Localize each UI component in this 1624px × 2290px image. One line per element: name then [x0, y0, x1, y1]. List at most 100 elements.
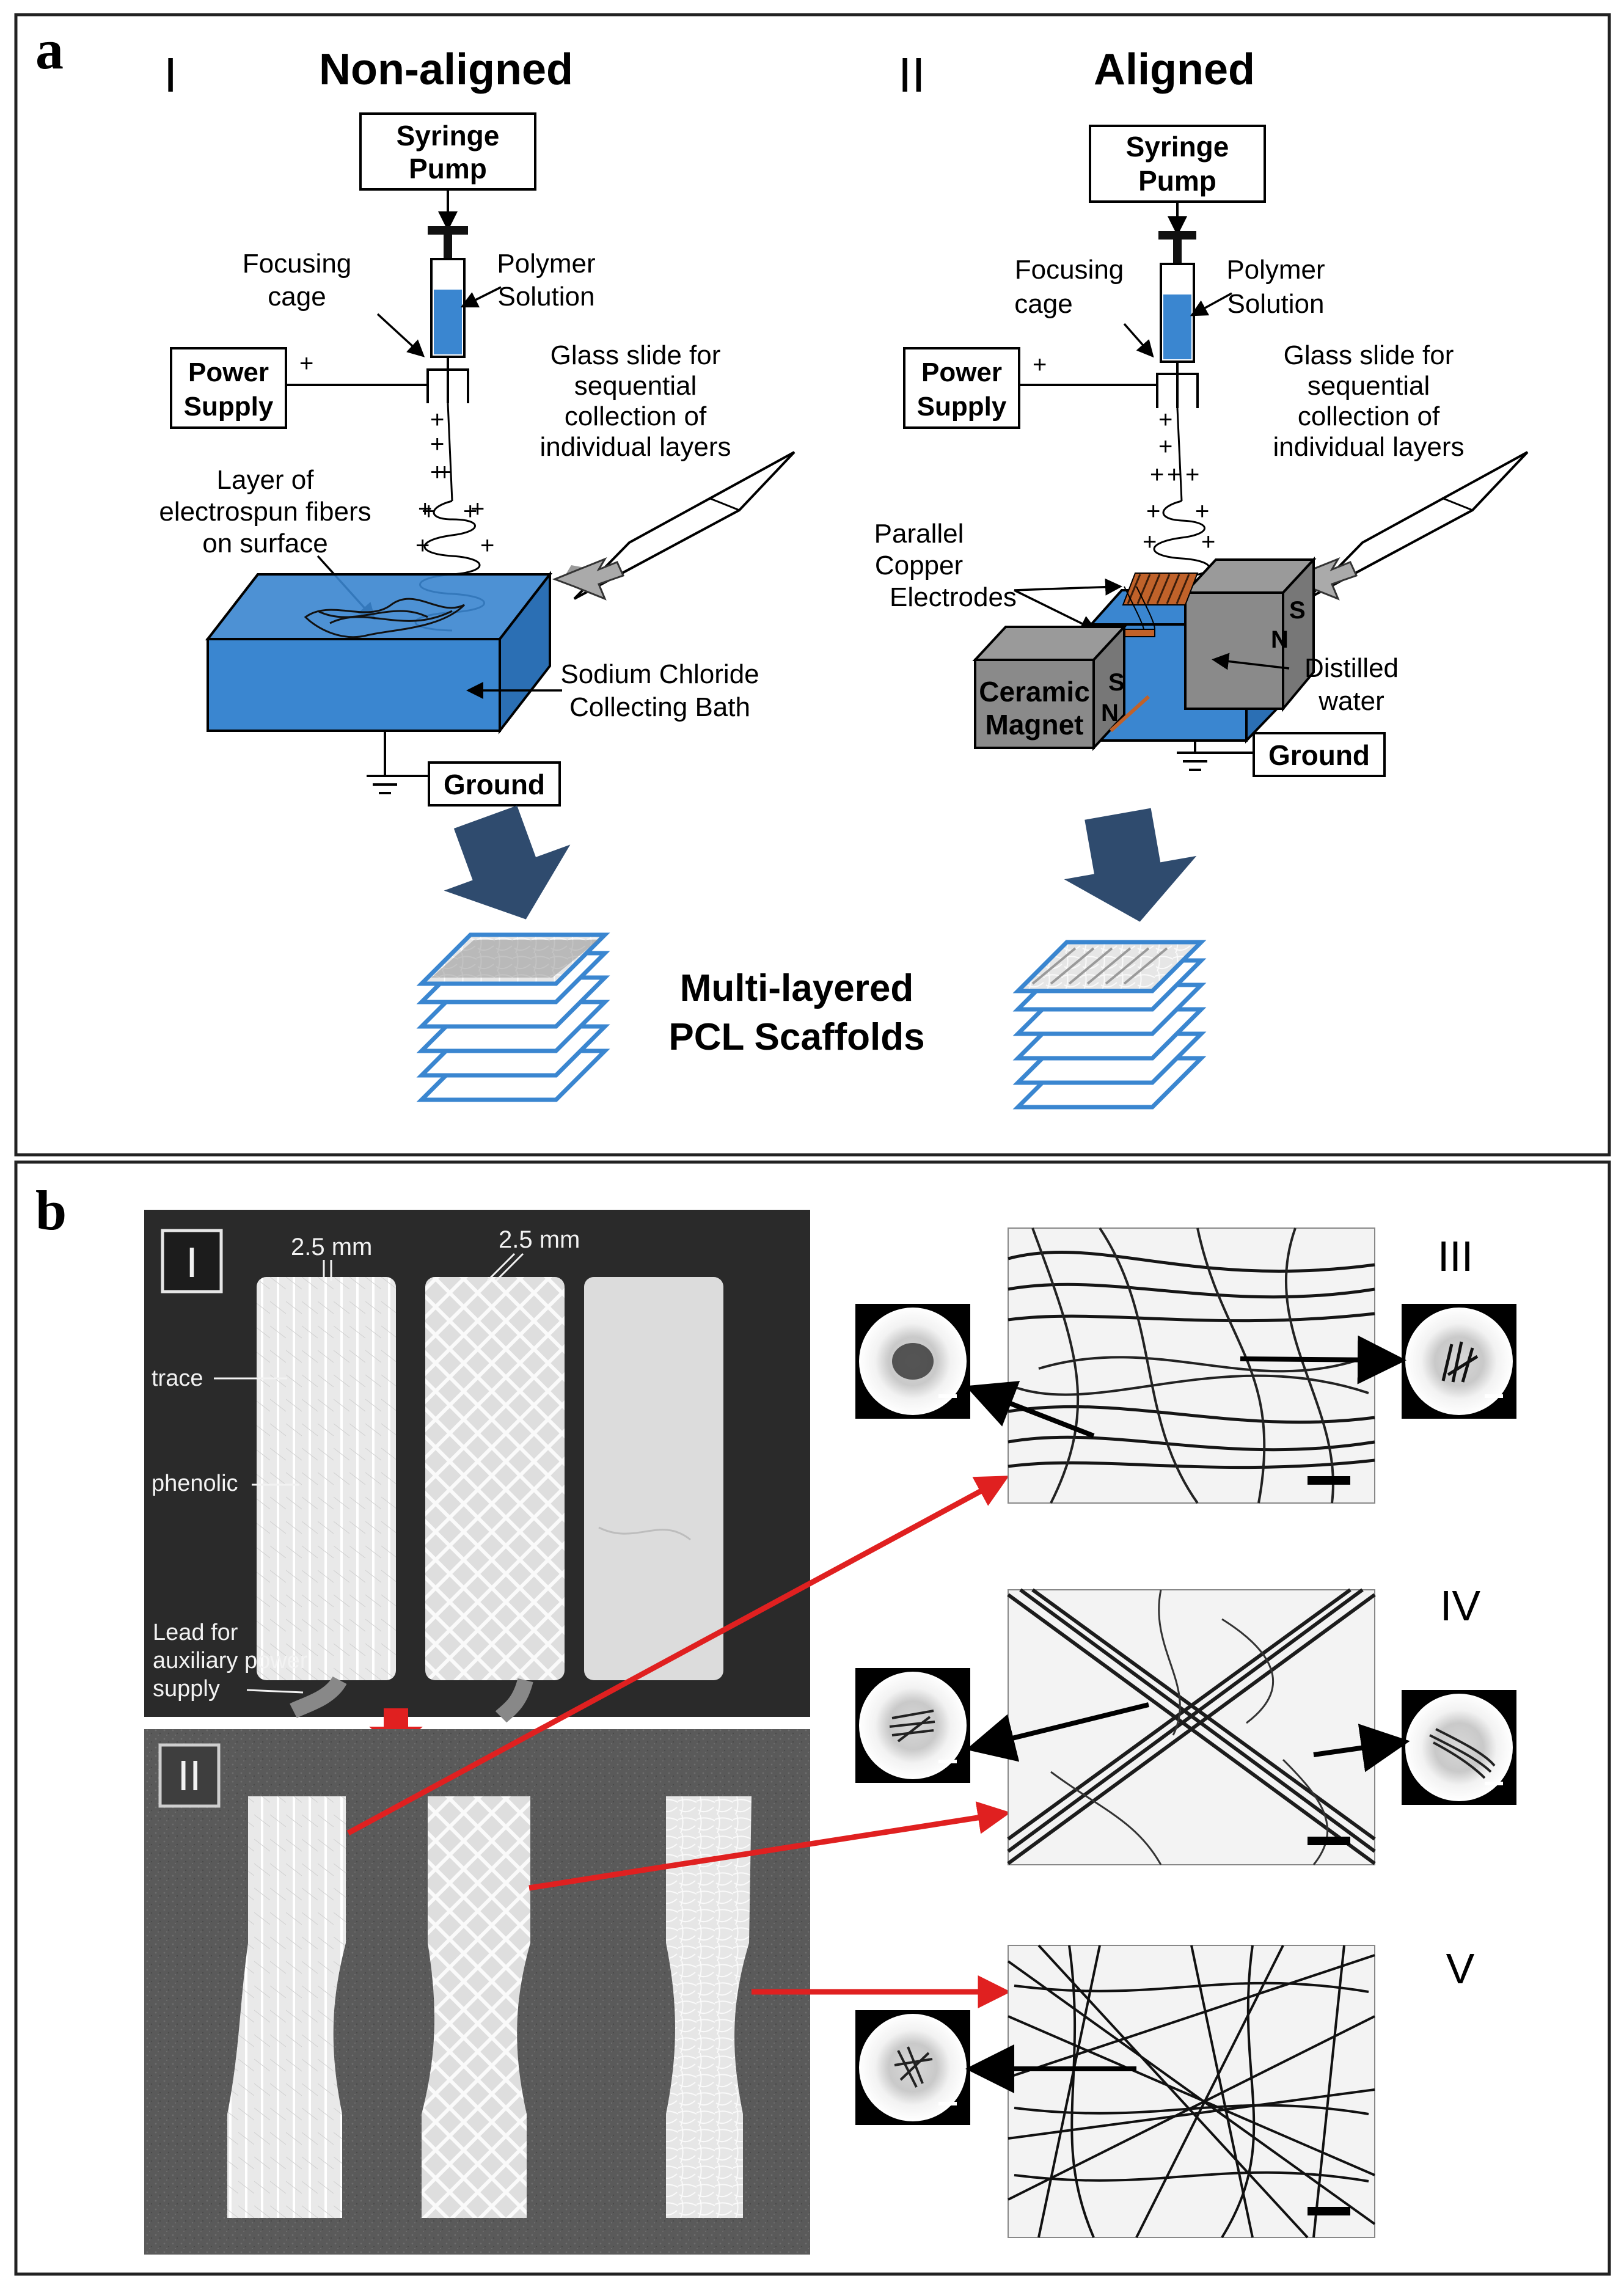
- lead-wire-2: [495, 1678, 533, 1723]
- svg-text:+: +: [470, 496, 485, 522]
- glass-slide-label-4: individual layers: [540, 432, 731, 462]
- ground-symbol-2: [1177, 741, 1253, 771]
- dim-label-1: 2.5 mm: [291, 1234, 372, 1260]
- electrode-striped: [257, 1277, 396, 1680]
- polymer-pointer: [460, 286, 502, 308]
- polymer-solution-2-label-1: Polymer: [1226, 255, 1325, 285]
- power-supply-box: [170, 347, 287, 429]
- ground-symbol: [367, 731, 428, 794]
- lead-wire: [290, 1675, 347, 1718]
- layer-label-3: on surface: [202, 529, 327, 558]
- photo-II-roman: II: [178, 1752, 202, 1799]
- glass-slide-2-label-1: Glass slide for: [1284, 340, 1454, 370]
- title-aligned: Aligned: [1094, 45, 1255, 94]
- electrodes-label-2: Copper: [875, 551, 963, 580]
- diagram-aligned: II Aligned Syringe Pump Focusing cage Po…: [874, 45, 1529, 1110]
- syringe-pump-label-2: Pump: [409, 153, 487, 185]
- layer-label-1: Layer of: [217, 465, 315, 495]
- pole-n-back: N: [1271, 626, 1289, 653]
- svg-text:+: +: [1158, 433, 1172, 460]
- water-pointer: [1212, 653, 1290, 670]
- panel-b-letter: b: [35, 1179, 67, 1242]
- power-plus: +: [299, 350, 313, 377]
- electrodes-label-1: Parallel: [874, 519, 964, 549]
- magnet-label-1: Ceramic: [979, 676, 1090, 708]
- cage-pointer-2: [1123, 323, 1154, 358]
- svg-text:+: +: [1143, 529, 1157, 555]
- electrode-plain: [584, 1277, 723, 1680]
- polymer-pointer-2: [1190, 292, 1232, 316]
- svg-text:+: +: [1167, 461, 1181, 488]
- water-label-1: Distilled: [1304, 653, 1399, 683]
- charge-plus-signs: + + + + + + + + + +: [415, 406, 494, 559]
- syringe-pump-box-2: [1089, 125, 1266, 203]
- bath-label-2: Collecting Bath: [569, 692, 750, 722]
- focusing-cage-label-1: Focusing: [243, 249, 352, 279]
- svg-text:+: +: [1146, 498, 1160, 525]
- bath-label-1: Sodium Chloride: [560, 659, 759, 689]
- micro-III-roman: III: [1438, 1232, 1473, 1280]
- pole-n-front: N: [1101, 700, 1119, 726]
- down-arrow-icon: [444, 805, 571, 920]
- power-supply-2-label-2: Supply: [917, 392, 1007, 422]
- lead-label-1: Lead for: [153, 1620, 238, 1645]
- syringe-pump-label-2-1: Syringe: [1126, 131, 1229, 163]
- roman-I: I: [164, 48, 177, 102]
- glass-slide-icon: [552, 451, 796, 601]
- svg-text:+: +: [415, 532, 430, 559]
- ground-label: Ground: [444, 769, 545, 800]
- ground-label-2: Ground: [1268, 739, 1370, 771]
- svg-text:+: +: [430, 406, 444, 433]
- syringe-pump-label-1: Syringe: [397, 120, 500, 152]
- electrodes-label-3: Electrodes: [890, 582, 1017, 612]
- power-plus-2: +: [1033, 351, 1047, 378]
- electrodes-pointer-1: [1014, 578, 1122, 596]
- cage-pointer: [376, 313, 425, 357]
- polymer-solution-2-label-2: Solution: [1227, 289, 1324, 319]
- svg-text:+: +: [430, 431, 444, 458]
- scaffold-dogbone-crosshatch: [422, 1796, 530, 2218]
- magnet-label-2: Magnet: [986, 709, 1084, 741]
- micrograph-V: V: [855, 1944, 1475, 2239]
- svg-text:+: +: [1195, 498, 1209, 525]
- red-connector-arrows: [346, 1476, 1011, 2008]
- lead-label-3: supply: [153, 1676, 220, 1702]
- syringe-pump-box: [359, 112, 536, 191]
- svg-text:+: +: [1150, 461, 1164, 488]
- scaffold-dogbone-striped: [227, 1796, 346, 2218]
- down-arrow-icon-2: [1064, 808, 1197, 922]
- glass-slide-2-label-4: individual layers: [1273, 432, 1464, 462]
- glass-slide-2-label-3: collection of: [1298, 401, 1440, 431]
- focusing-cage-2-label-1: Focusing: [1015, 255, 1124, 285]
- power-supply-box-2: [903, 347, 1020, 429]
- electrode-crosshatch: [425, 1277, 565, 1680]
- dim-label-2: 2.5 mm: [499, 1226, 580, 1253]
- center-label-1: Multi-layered: [680, 967, 913, 1009]
- photo-I-roman: I: [186, 1238, 197, 1286]
- title-non-aligned: Non-aligned: [319, 45, 573, 94]
- phenolic-label: phenolic: [152, 1471, 238, 1496]
- micro-IV-roman: IV: [1440, 1582, 1480, 1630]
- glass-slide-2-label-2: sequential: [1308, 371, 1430, 401]
- micrograph-III: III: [855, 1227, 1516, 1504]
- svg-text:+: +: [1185, 461, 1199, 488]
- center-label-2: PCL Scaffolds: [668, 1016, 924, 1058]
- svg-text:+: +: [437, 459, 452, 486]
- svg-text:+: +: [430, 459, 444, 486]
- power-supply-2-label-1: Power: [921, 357, 1002, 387]
- power-supply-label-1: Power: [188, 357, 269, 387]
- scaffold-stack-non-aligned: [416, 932, 610, 1102]
- scaffold-stack-aligned: [1012, 940, 1207, 1110]
- electrodes-pointer-2: [1014, 589, 1098, 632]
- roman-II: II: [898, 48, 925, 102]
- syringe-icon: [426, 226, 469, 403]
- polymer-solution-label-1: Polymer: [497, 249, 595, 279]
- layer-label-2: electrospun fibers: [159, 497, 371, 527]
- pole-s-front: S: [1108, 669, 1125, 696]
- syringe-icon-2: [1156, 231, 1199, 408]
- scaffold-dogbone-random: [666, 1796, 752, 2218]
- charge-plus-signs-2: + + + + + + + + +: [1143, 406, 1215, 555]
- ground-box: [428, 761, 561, 807]
- micro-V-roman: V: [1446, 1945, 1475, 1992]
